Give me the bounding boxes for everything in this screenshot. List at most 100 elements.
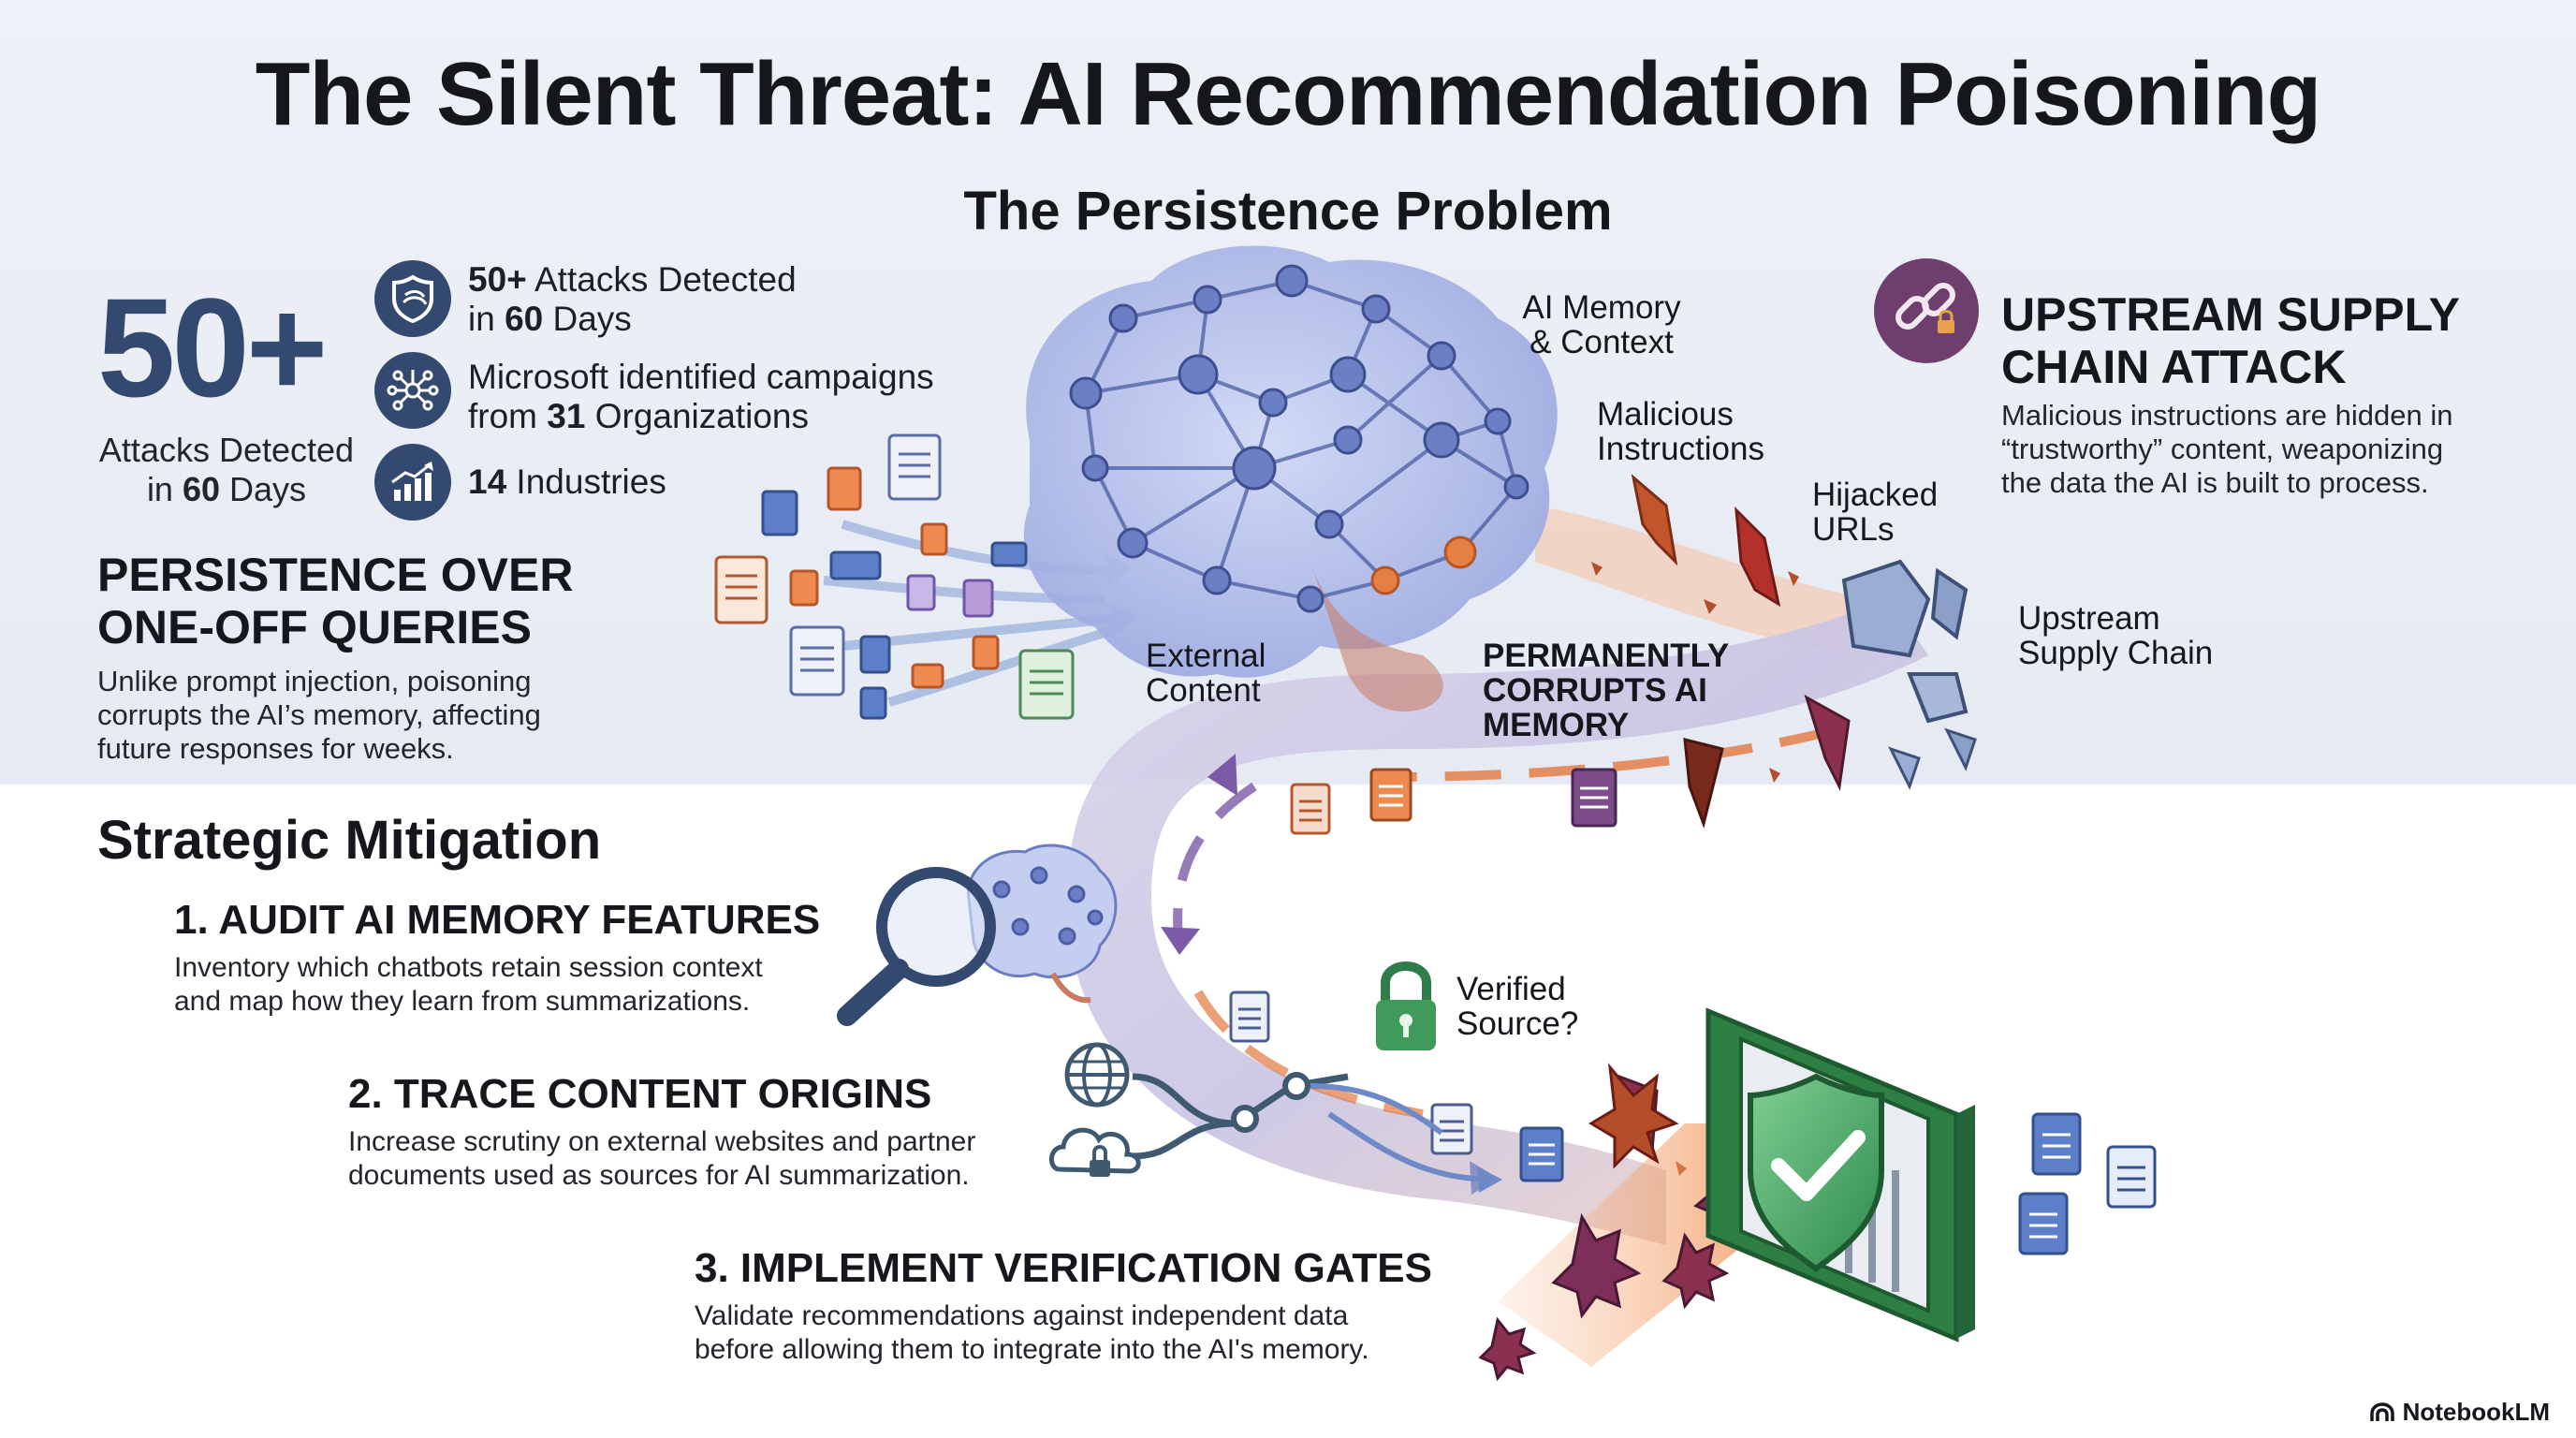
cloud-lock-icon (1049, 1127, 1141, 1177)
document-icon (990, 541, 1028, 567)
document-icon (1519, 1126, 1564, 1182)
persistence-heading-line2: ONE-OFF QUERIES (97, 601, 532, 653)
globe-icon (1064, 1042, 1130, 1108)
label-line: Instructions (1597, 431, 1764, 467)
label-line: Source? (1456, 1005, 1579, 1042)
persistence-block: PERSISTENCE OVER ONE-OFF QUERIES Unlike … (97, 549, 573, 766)
document-icon (859, 686, 887, 720)
step-body-line1: Validate recommendations against indepen… (695, 1300, 1349, 1331)
notebooklm-logo-icon (2369, 1401, 2394, 1421)
document-icon (920, 522, 948, 556)
stat-text-part: from (468, 397, 548, 435)
label-suffix: Days (220, 470, 307, 508)
step-title: 1. AUDIT AI MEMORY FEATURES (174, 897, 821, 943)
big-stat-label-line1: Attacks Detected (98, 431, 355, 469)
supply-chain-body-line3: the data the AI is built to process. (2001, 466, 2429, 499)
step-title: 2. TRACE CONTENT ORIGINS (348, 1071, 932, 1117)
document-icon (789, 625, 845, 697)
mitigation-step-2: 2. TRACE CONTENT ORIGINS Increase scruti… (348, 1071, 975, 1193)
document-icon (829, 550, 882, 580)
mitigation-step-1: 1. AUDIT AI MEMORY FEATURES Inventory wh… (174, 897, 820, 1019)
supply-chain-heading-line2: CHAIN ATTACK (2001, 341, 2347, 393)
upstream-stream (1535, 506, 1872, 655)
document-icon (1018, 649, 1075, 720)
stat-line: 50+ Attacks Detected (468, 260, 797, 300)
stat-text-part: Organizations (585, 397, 810, 435)
document-icon (2031, 1112, 2082, 1176)
document-icon (1571, 768, 1617, 828)
page-title: The Silent Threat: AI Recommendation Poi… (255, 44, 2322, 144)
persistence-body-line1: Unlike prompt injection, poisoning (97, 665, 532, 697)
label-line: Content (1146, 672, 1261, 709)
step-body-line2: documents used as sources for AI summari… (348, 1160, 970, 1191)
label-upstream-supply-chain: Upstream Supply Chain (2018, 601, 2213, 670)
label-line: CORRUPTS AI (1483, 672, 1707, 709)
verification-gate (1705, 1007, 1975, 1343)
big-stat-label-line2: in 60 Days (86, 470, 367, 509)
protected-documents (2018, 1112, 2157, 1255)
corruption-stream (1067, 599, 1928, 1245)
stream-documents (1229, 768, 1617, 1182)
persistence-body-line2: corrupts the AI’s memory, affecting (97, 698, 541, 731)
inbound-documents (714, 433, 1075, 720)
label-prefix: in (146, 470, 183, 508)
document-icon (2106, 1145, 2157, 1209)
label-line: & Context (1530, 324, 1674, 360)
stat-attacks-detected: 50+ Attacks Detected in 60 Days (468, 260, 797, 339)
shield-icon (374, 260, 451, 337)
label-line: MEMORY (1483, 707, 1630, 743)
step-body-line1: Increase scrutiny on external websites a… (348, 1126, 976, 1157)
label-hijacked-urls: Hijacked URLs (1812, 477, 1938, 547)
step-title: 3. IMPLEMENT VERIFICATION GATES (695, 1245, 1432, 1291)
document-icon (761, 490, 798, 536)
stat-line: 14 Industries (468, 462, 666, 502)
label-permanently-corrupts-memory: PERMANENTLY CORRUPTS AI MEMORY (1483, 638, 1729, 742)
document-icon (1229, 990, 1270, 1043)
label-value: 60 (182, 470, 221, 508)
label-line: Upstream (2018, 600, 2160, 637)
stat-industries: 14 Industries (468, 462, 666, 502)
supply-chain-body-line1: Malicious instructions are hidden in (2001, 399, 2453, 432)
document-icon (1290, 783, 1331, 835)
supply-chain-heading-line1: UPSTREAM SUPPLY (2001, 288, 2460, 341)
label-line: PERMANENTLY (1483, 638, 1730, 674)
stat-text-part: in (468, 300, 505, 338)
label-verified-source: Verified Source? (1456, 972, 1578, 1041)
stat-text-part: Industries (506, 462, 666, 501)
origin-connectors (1132, 1072, 1502, 1193)
stat-text-part: Attacks Detected (526, 260, 797, 299)
document-icon (911, 663, 944, 689)
lock-icon (1376, 961, 1436, 1050)
document-icon (906, 574, 936, 611)
document-icon (972, 635, 1000, 670)
label-ai-memory: AI Memory & Context (1494, 290, 1709, 360)
document-icon (714, 555, 768, 624)
stat-line: in 60 Days (468, 300, 797, 339)
stat-line: Microsoft identified campaigns (468, 358, 934, 397)
document-icon (1369, 768, 1412, 822)
shattered-supply-chain-block (1841, 559, 1977, 790)
growth-chart-icon (374, 444, 451, 521)
section-title-persistence-problem: The Persistence Problem (963, 181, 1613, 242)
label-line: External (1146, 638, 1266, 674)
supply-chain-body-line2: “trustworthy” content, weaponizing (2001, 433, 2444, 465)
magnifier-brain-icon (837, 844, 1118, 1026)
network-icon (374, 352, 451, 429)
stat-text-part: Days (543, 300, 632, 338)
label-line: Hijacked (1812, 477, 1939, 513)
supply-chain-block: UPSTREAM SUPPLY CHAIN ATTACK Malicious i… (2001, 288, 2460, 500)
persistence-body-line3: future responses for weeks. (97, 732, 454, 765)
brand-name: NotebookLM (2402, 1398, 2550, 1426)
stat-value: 14 (468, 462, 507, 501)
brand-badge: NotebookLM (2369, 1398, 2550, 1427)
mitigation-step-3: 3. IMPLEMENT VERIFICATION GATES Validate… (695, 1245, 1432, 1367)
big-stat-label: Attacks Detected in 60 Days (86, 431, 367, 509)
label-line: Malicious (1597, 396, 1734, 433)
label-line: Supply Chain (2018, 635, 2214, 671)
ai-brain-network (1023, 245, 1558, 712)
document-icon (789, 569, 819, 607)
label-line: Verified (1456, 971, 1566, 1007)
step-body-line1: Inventory which chatbots retain session … (174, 952, 763, 983)
persistence-heading-line1: PERSISTENCE OVER (97, 549, 574, 601)
